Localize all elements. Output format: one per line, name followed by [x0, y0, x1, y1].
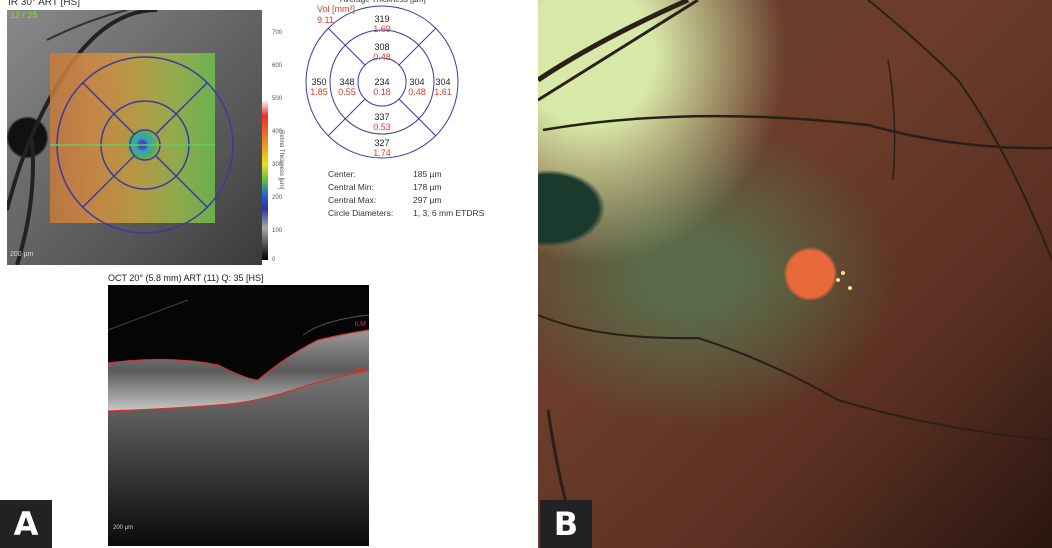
thickness-colorbar: [262, 100, 268, 260]
colorbar-tick: 300: [272, 162, 283, 168]
color-fundus-image: [538, 0, 1052, 548]
volume-total: Vol [mm³] 9.11: [317, 4, 355, 26]
stat-row: Center:185 µm: [328, 169, 442, 179]
colorbar-tick: 500: [272, 96, 283, 102]
stat-row: Central Max:297 µm: [328, 195, 442, 205]
colorbar-tick: 100: [272, 228, 283, 234]
colorbar-tick: 200: [272, 195, 283, 201]
oct-title: OCT 20° (5.8 mm) ART (11) Q: 35 [HS]: [108, 273, 264, 283]
ir-scale-bar: 200 µm: [10, 251, 34, 258]
etdrs-title: Average Thickness [µm]: [340, 0, 426, 4]
etdrs-chart: [305, 5, 459, 159]
frame-counter: 12 / 25: [10, 10, 38, 20]
colorbar-tick: 400: [272, 129, 283, 135]
bm-label: BM: [355, 368, 367, 375]
oct-bscan-image: ILM BM: [108, 285, 369, 546]
panel-label-a: A: [0, 500, 52, 548]
colorbar-label: Retina Thickness [µm]: [278, 130, 284, 190]
vol-value: 9.11: [317, 15, 334, 25]
vol-label: Vol [mm³]: [317, 4, 356, 14]
fundus-vessels: [538, 0, 1052, 548]
etdrs-grid-overlay: [50, 56, 234, 234]
oct-layers: [108, 299, 369, 546]
stat-row: Central Min:178 µm: [328, 182, 442, 192]
colorbar-tick: 700: [272, 30, 283, 36]
thickness-stats: Center:185 µm Central Min:178 µm Central…: [328, 168, 484, 220]
ir-image-title: IR 30° ART [HS]: [8, 0, 80, 8]
panel-label-b: B: [540, 500, 592, 548]
colorbar-tick: 600: [272, 63, 283, 69]
ilm-label: ILM: [354, 321, 366, 328]
oct-scale-bar: 200 µm: [113, 525, 134, 531]
stat-row: Circle Diameters:1, 3, 6 mm ETDRS: [328, 208, 485, 218]
colorbar-tick: 0: [272, 257, 276, 263]
